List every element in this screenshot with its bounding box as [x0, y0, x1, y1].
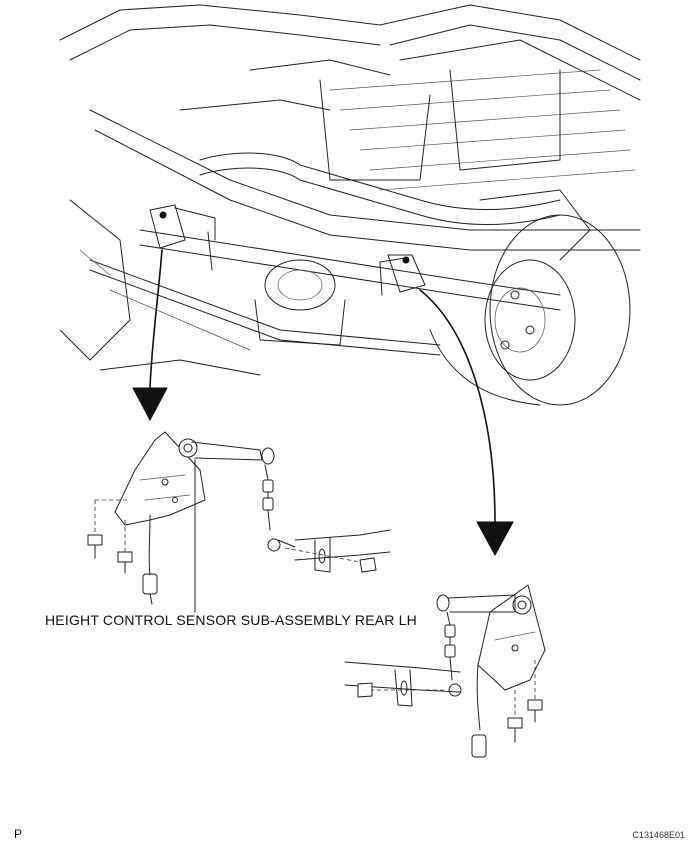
- component-label: HEIGHT CONTROL SENSOR SUB-ASSEMBLY REAR …: [45, 612, 417, 628]
- page-marker: P: [14, 827, 23, 841]
- height-sensor-rh-detail: [344, 584, 546, 758]
- arrow-to-lh-detail: [132, 249, 168, 422]
- arrow-to-rh-detail: [419, 289, 514, 557]
- chassis-frame-drawing: [59, 4, 641, 406]
- figure-code: C131468E01: [632, 830, 685, 840]
- height-sensor-lh-detail: [87, 431, 391, 613]
